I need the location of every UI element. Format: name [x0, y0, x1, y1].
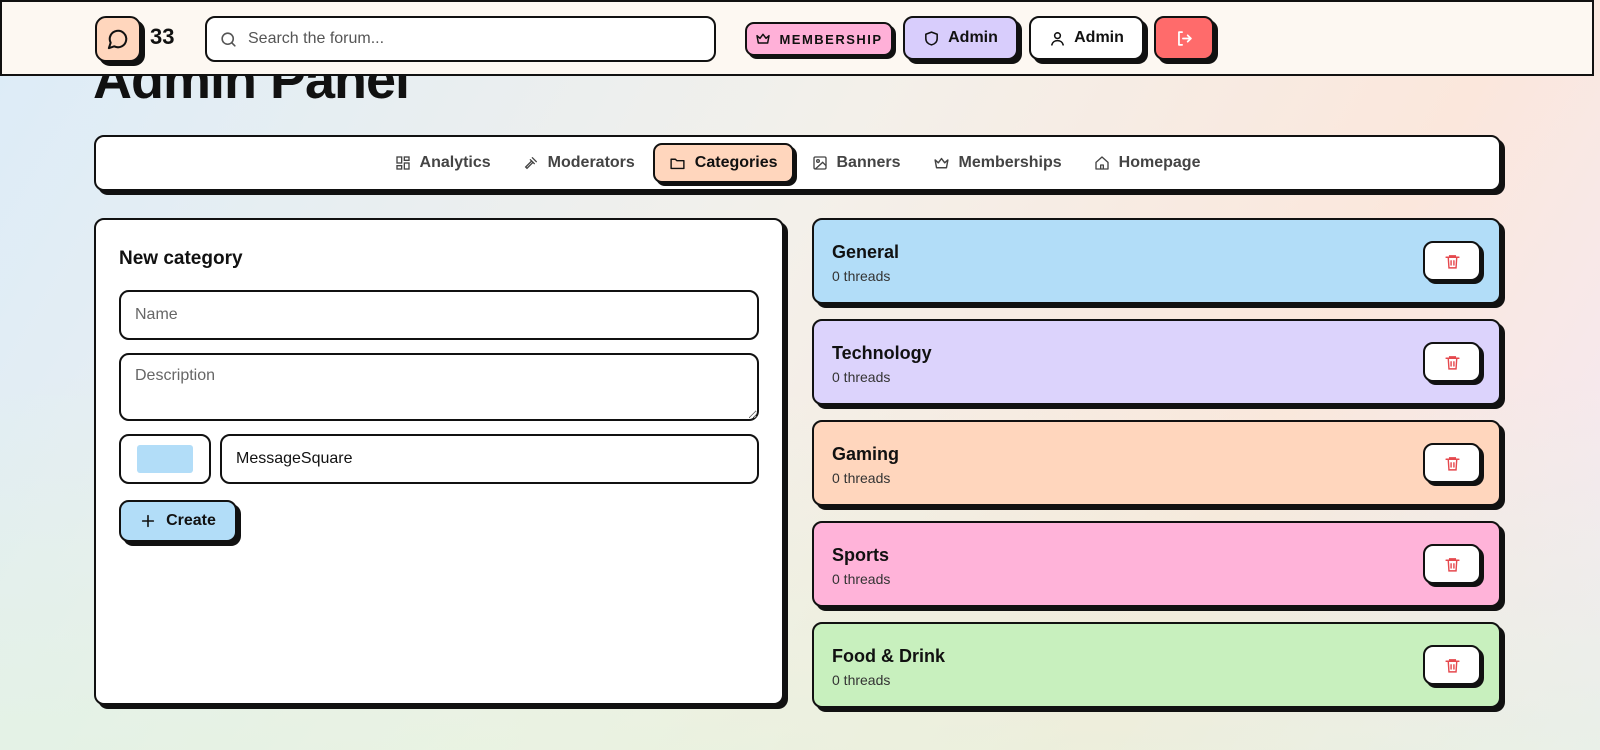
tab-label: Banners	[836, 154, 901, 171]
category-name: Gaming	[832, 444, 900, 464]
user-profile-button[interactable]: Admin	[1029, 16, 1144, 60]
category-thread-count: 0 threads	[832, 369, 891, 385]
logo-count: 33	[150, 24, 175, 49]
shield-icon	[925, 30, 939, 46]
forum-logo-button[interactable]	[95, 16, 141, 62]
create-label: Create	[166, 512, 216, 529]
trash-icon	[1444, 254, 1460, 269]
trash-icon	[1444, 355, 1460, 370]
admin-tabs: Analytics Moderators Categories Banners …	[94, 135, 1501, 191]
search-input[interactable]	[248, 30, 688, 48]
tab-moderators[interactable]: Moderators	[509, 143, 649, 183]
trash-icon	[1444, 658, 1460, 673]
logout-icon	[1177, 30, 1192, 46]
category-name-input[interactable]	[119, 290, 759, 340]
delete-category-button[interactable]	[1423, 645, 1481, 685]
tab-label: Analytics	[419, 154, 491, 171]
category-description-input[interactable]	[119, 353, 759, 421]
delete-category-button[interactable]	[1423, 544, 1481, 584]
tab-categories[interactable]: Categories	[652, 143, 794, 183]
tab-label: Homepage	[1118, 154, 1201, 171]
tab-label: Moderators	[547, 154, 635, 171]
category-name: General	[832, 242, 900, 262]
home-icon	[1095, 156, 1109, 170]
category-card: General 0 threads	[812, 218, 1501, 304]
color-picker[interactable]	[119, 434, 211, 484]
user-profile-label: Admin	[1074, 29, 1124, 46]
category-name: Sports	[832, 545, 890, 565]
membership-button[interactable]: MEMBERSHIP	[745, 22, 893, 56]
category-thread-count: 0 threads	[832, 470, 891, 486]
category-thread-count: 0 threads	[832, 672, 891, 688]
category-card: Gaming 0 threads	[812, 420, 1501, 506]
image-icon	[812, 156, 827, 170]
search-icon	[221, 31, 236, 47]
create-button[interactable]: Create	[119, 500, 237, 542]
admin-panel-label: Admin	[948, 29, 998, 46]
category-name: Food & Drink	[832, 646, 945, 666]
admin-panel-button[interactable]: Admin	[903, 16, 1018, 60]
tab-analytics[interactable]: Analytics	[381, 143, 505, 183]
tab-memberships[interactable]: Memberships	[919, 143, 1076, 183]
category-name: Technology	[832, 343, 932, 363]
icon-name-input[interactable]	[220, 434, 759, 484]
new-category-panel: New category Create	[94, 218, 784, 705]
search-box[interactable]	[205, 16, 716, 62]
logout-button[interactable]	[1154, 16, 1214, 60]
category-card: Technology 0 threads	[812, 319, 1501, 405]
delete-category-button[interactable]	[1423, 241, 1481, 281]
delete-category-button[interactable]	[1423, 342, 1481, 382]
category-thread-count: 0 threads	[832, 268, 891, 284]
tab-banners[interactable]: Banners	[798, 143, 915, 183]
crown-icon	[933, 157, 949, 168]
crown-icon	[756, 33, 771, 44]
top-header: 33 MEMBERSHIP Admin Admin	[0, 0, 1594, 76]
user-icon	[1051, 31, 1065, 46]
gavel-icon	[524, 157, 537, 170]
category-card: Sports 0 threads	[812, 521, 1501, 607]
folder-icon	[670, 158, 685, 169]
category-card: Food & Drink 0 threads	[812, 622, 1501, 708]
grid-icon	[395, 156, 410, 170]
panel-title: New category	[119, 248, 243, 269]
trash-icon	[1444, 557, 1460, 572]
tab-label: Categories	[694, 154, 778, 171]
plus-icon	[141, 514, 155, 528]
message-circle-icon	[107, 29, 128, 50]
tab-label: Memberships	[958, 154, 1062, 171]
color-swatch	[137, 445, 193, 473]
category-thread-count: 0 threads	[832, 571, 891, 587]
delete-category-button[interactable]	[1423, 443, 1481, 483]
membership-label: MEMBERSHIP	[779, 31, 883, 47]
tab-homepage[interactable]: Homepage	[1080, 143, 1215, 183]
trash-icon	[1444, 456, 1460, 471]
